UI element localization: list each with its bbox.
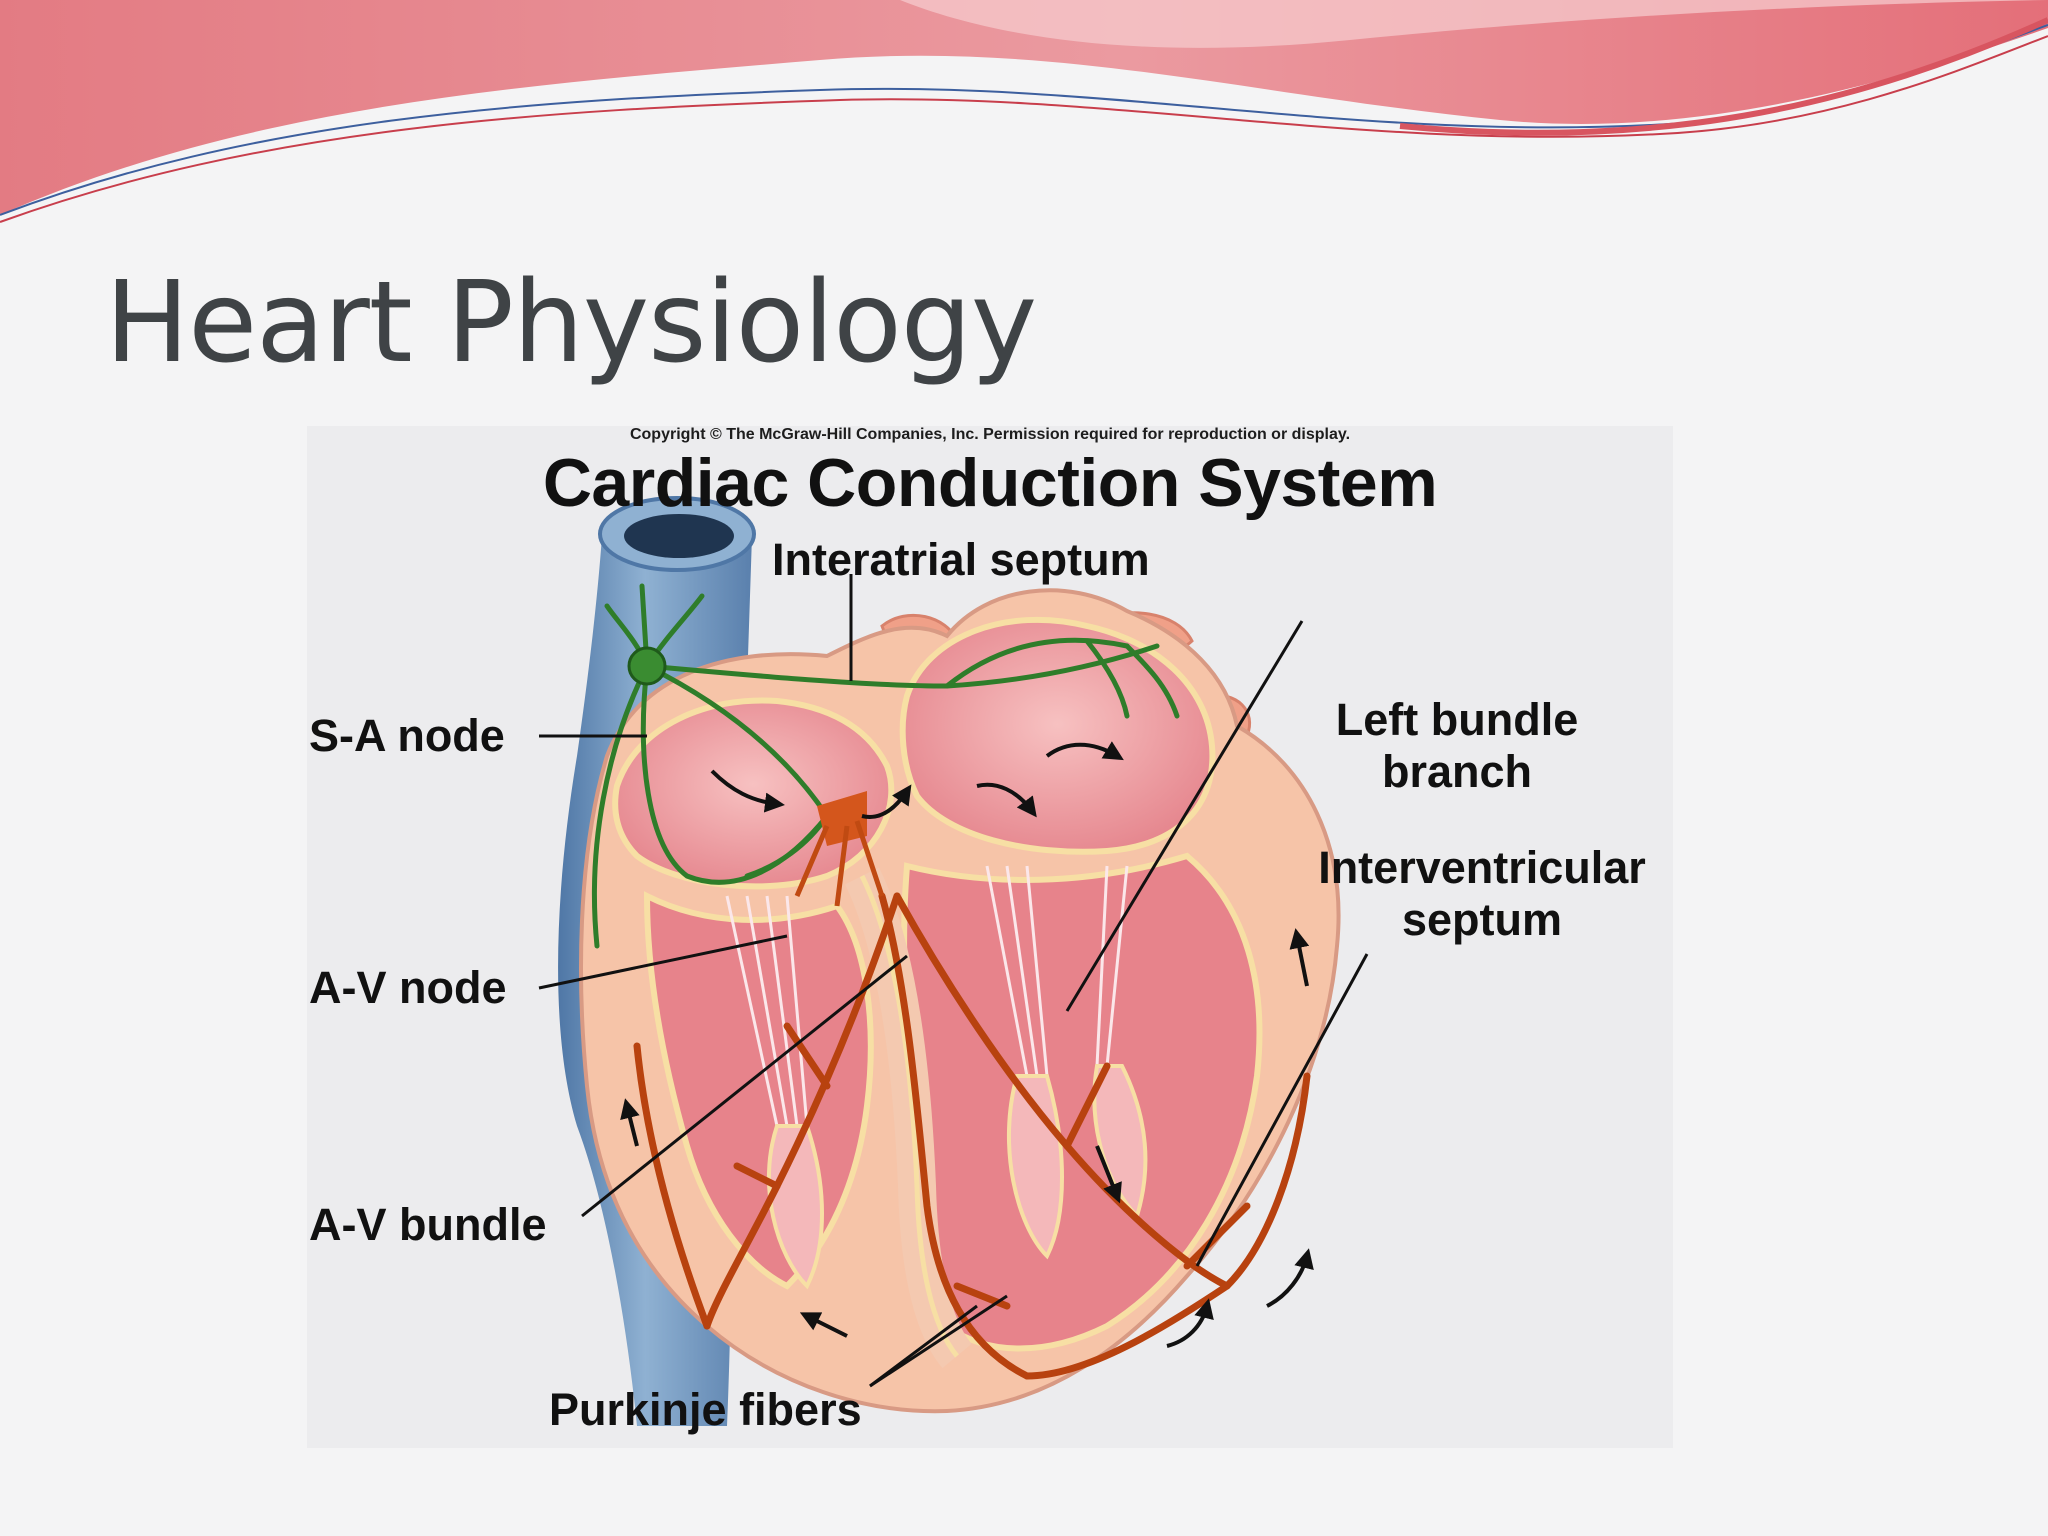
copyright-notice: Copyright © The McGraw-Hill Companies, I…: [629, 426, 1351, 443]
cardiac-conduction-figure: Copyright © The McGraw-Hill Companies, I…: [307, 426, 1673, 1448]
label-av-node: A-V node: [309, 962, 507, 1013]
atrial-pathways: [591, 583, 1180, 949]
slide-title: Heart Physiology: [105, 258, 1037, 388]
label-interventricular-septum: Interventricular septum: [1292, 842, 1672, 946]
left-atrium: [899, 616, 1216, 855]
label-left-bundle-branch: Left bundle branch: [1307, 694, 1607, 798]
sa-node: [627, 646, 667, 686]
label-purkinje-fibers: Purkinje fibers: [549, 1384, 862, 1435]
label-interatrial-septum: Interatrial septum: [772, 534, 1150, 585]
label-av-bundle: A-V bundle: [309, 1199, 547, 1250]
flow-arrows: [620, 741, 1314, 1348]
av-node: [794, 791, 885, 907]
header-wave-decoration: [0, 0, 2048, 223]
purkinje-network: [633, 892, 1311, 1380]
heart-illustration: [538, 496, 1369, 1426]
label-interventricular-septum-line2: septum: [1401, 894, 1563, 945]
figure-title: Cardiac Conduction System: [542, 445, 1438, 521]
leader-lines: [538, 574, 1369, 1388]
label-sa-node: S-A node: [309, 710, 505, 761]
label-left-bundle-branch-line2: branch: [1381, 746, 1533, 797]
label-interventricular-septum-line1: Interventricular: [1318, 842, 1646, 893]
chordae-tendineae: [725, 865, 1129, 1127]
label-left-bundle-branch-line1: Left bundle: [1335, 694, 1579, 745]
